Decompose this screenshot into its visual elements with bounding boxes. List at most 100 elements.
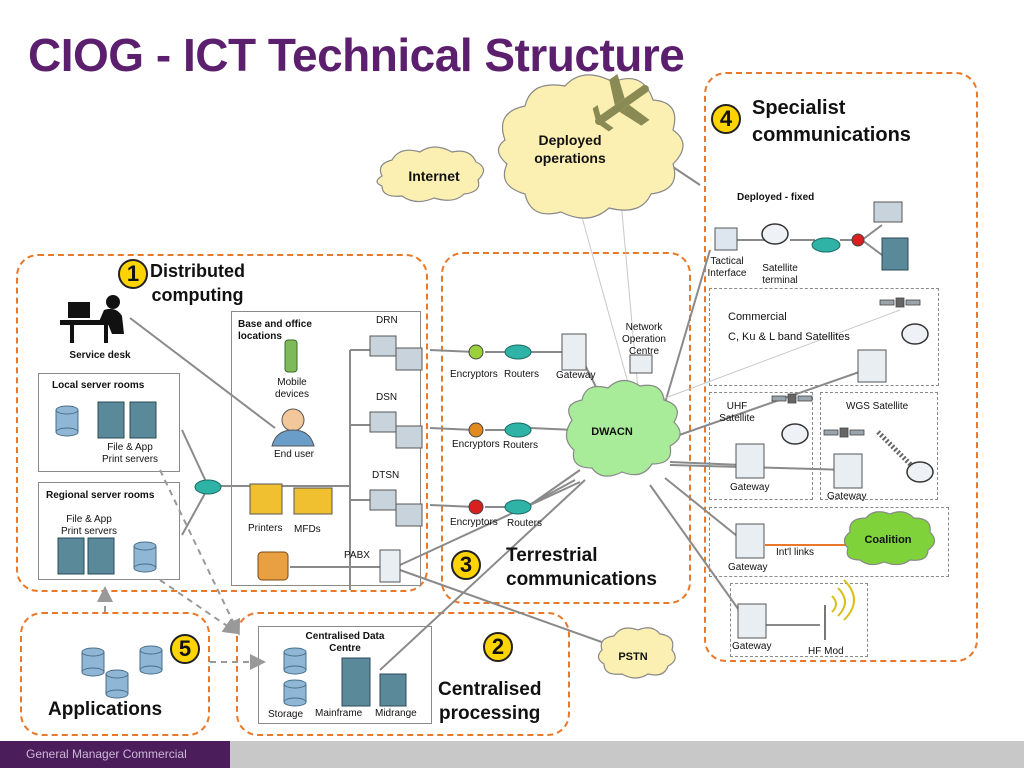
midrange-label: Midrange	[375, 708, 417, 719]
intl-gateway-label: Gateway	[728, 562, 768, 573]
mainframe-label: Mainframe	[315, 708, 363, 719]
coalition-cloud	[843, 511, 936, 566]
uhf-satellite-icon	[771, 393, 813, 404]
section-number-2: 2	[483, 632, 513, 662]
pstn-label: PSTN	[618, 651, 648, 663]
end-user-icon	[271, 408, 315, 447]
internet-label: Internet	[408, 168, 460, 184]
link-dwacn-hf	[649, 484, 747, 621]
printer-icon	[249, 483, 283, 515]
footer-label: General Manager Commercial	[0, 741, 230, 768]
regional-storage-icon	[133, 541, 157, 573]
pabx-label: PABX	[344, 550, 370, 561]
link-dwacn-intl	[664, 477, 743, 541]
commercial-satellite-icon	[879, 297, 921, 308]
hf-gateway-label: Gateway	[732, 641, 772, 652]
wgs-satellite-label: WGS Satellite	[846, 401, 909, 412]
local-storage-icon	[55, 405, 79, 437]
distributed-computing-group	[16, 254, 428, 592]
noc-icon	[629, 354, 653, 374]
dc-storage-2-icon	[283, 679, 307, 707]
wgs-satellite-icon	[823, 427, 865, 438]
app-storage-3-icon	[105, 669, 129, 699]
regional-app-server-icon	[87, 537, 115, 575]
section-number-4: 4	[711, 104, 741, 134]
link-dwacn-uhf	[669, 461, 743, 466]
dwacn-cloud	[565, 379, 681, 477]
dc-storage-1-icon	[283, 647, 307, 675]
link-dsn-enc	[429, 427, 476, 431]
section-number-5: 5	[170, 634, 200, 664]
drn-encryptors-label: Encryptors	[450, 369, 498, 380]
service-desk-label: Service desk	[69, 350, 131, 361]
uhf-gateway-label: Gateway	[730, 482, 770, 493]
dsn-label: DSN	[376, 392, 398, 403]
local-server-rooms-label: Local server rooms	[52, 380, 145, 391]
deployed-server-icon	[881, 237, 909, 271]
bands-label: C, Ku & L band Satellites	[728, 331, 850, 343]
applications-group	[20, 612, 210, 736]
regional-server-rooms-label: Regional server rooms	[46, 490, 155, 501]
app-storage-2-icon	[139, 645, 163, 675]
phone-icon	[257, 551, 289, 581]
dsn-encryptor-icon	[468, 422, 484, 438]
printers-label: Printers	[248, 523, 283, 534]
hf-mod-label: HF Mod	[808, 646, 844, 657]
specialist-communications-group	[704, 72, 978, 662]
link-pabx-dwacn	[399, 481, 581, 566]
pabx-icon	[379, 549, 401, 583]
aircraft-icon	[592, 74, 650, 132]
internet-cloud	[376, 146, 485, 203]
dtsn-encryptor-icon	[468, 499, 484, 515]
dtsn-router-icon	[504, 499, 532, 515]
link-servicedesk-enduser	[129, 317, 276, 429]
dtsn-routers-label: Routers	[507, 518, 543, 529]
dsn-encryptors-label: Encryptors	[452, 439, 500, 450]
terrestrial-gateway-label: Gateway	[556, 370, 596, 381]
commercial-dish-icon	[901, 323, 929, 345]
pstn-cloud	[597, 627, 676, 679]
end-user-label: End user	[273, 449, 315, 460]
intl-gateway-icon	[735, 523, 765, 559]
dtsn-encryptors-label: Encryptors	[450, 517, 498, 528]
link-regional-router	[181, 487, 209, 536]
coalition-label: Coalition	[864, 534, 912, 546]
tactical-interface-icon	[714, 227, 738, 251]
satellite-terminal-dish-icon	[761, 223, 789, 245]
dsn-routers-label: Routers	[503, 440, 539, 451]
page-title: CIOG - ICT Technical Structure	[28, 29, 685, 81]
link-dtsn-enc	[429, 504, 476, 508]
service-desk-icon	[60, 295, 124, 343]
uhf-gateway-icon	[735, 443, 765, 479]
link-mainframe-dwacn	[379, 479, 586, 671]
section-number-1: 1	[118, 259, 148, 289]
intl-links-label: Int'l links	[776, 547, 815, 558]
local-app-server-icon	[129, 401, 157, 439]
drn-encryptor-icon	[468, 344, 484, 360]
drn-label: DRN	[376, 315, 398, 326]
link-local-router	[181, 429, 209, 487]
drn-router-icon	[504, 344, 532, 360]
commercial-gateway-icon	[857, 349, 887, 383]
drn-routers-label: Routers	[504, 369, 540, 380]
wgs-gateway-label: Gateway	[827, 491, 867, 502]
hf-mod-antenna-icon	[824, 579, 855, 640]
deployed-fixed-label: Deployed - fixed	[737, 192, 815, 203]
mainframe-icon	[341, 657, 371, 707]
applications-title: Applications	[48, 699, 163, 720]
hf-gateway-icon	[737, 603, 767, 639]
